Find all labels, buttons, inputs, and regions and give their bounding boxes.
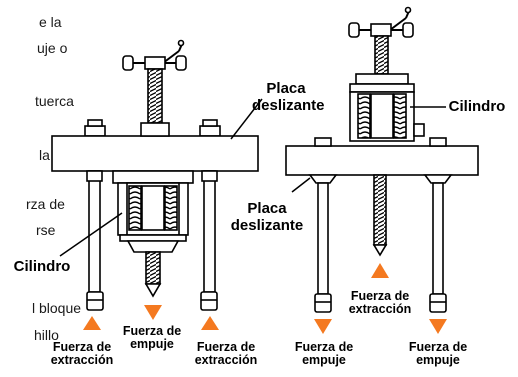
right-t-handle [348, 6, 414, 38]
body-text-8: hillo [34, 327, 59, 343]
left-puller [51, 39, 259, 311]
body-text-3: tuerca [35, 93, 74, 109]
left-pull-force-label-1: Fuerza de extracción [50, 340, 114, 367]
right-push-arrow-1 [314, 319, 332, 334]
body-text-1: e la [39, 14, 62, 30]
left-push-force-label: Fuerza de empuje [122, 324, 182, 351]
right-cylinder-label: Cilindro [448, 98, 506, 115]
leader-lines [59, 98, 446, 257]
right-puller [285, 6, 479, 313]
right-upper-nuts [314, 137, 447, 147]
body-text-2: uje o [37, 40, 68, 56]
right-screw-bottom [373, 174, 387, 246]
left-pull-arrow-1 [83, 316, 101, 330]
right-jaws [314, 293, 447, 313]
left-cylinder [112, 170, 194, 253]
left-push-arrow [144, 305, 162, 320]
left-pull-force-label-2: Fuerza de extracción [194, 340, 258, 367]
left-sliding-plate [51, 135, 259, 172]
right-push-arrow-2 [429, 319, 447, 334]
right-pull-force-label: Fuerza de extracción [348, 289, 412, 316]
left-cylinder-label: Cilindro [13, 258, 71, 275]
right-push-force-label-2: Fuerza de empuje [408, 340, 468, 367]
right-pull-arrow [371, 263, 389, 278]
right-rods [308, 174, 453, 295]
force-arrows [83, 263, 447, 334]
right-push-force-label-1: Fuerza de empuje [294, 340, 354, 367]
body-text-4: la [39, 147, 50, 163]
left-t-handle [122, 39, 187, 71]
right-screw-top [374, 35, 389, 75]
body-text-5: rza de [26, 196, 65, 212]
left-jaws [86, 291, 218, 311]
right-sliding-plate [285, 145, 479, 176]
right-cylinder [349, 73, 425, 142]
left-screw-top [147, 68, 163, 124]
left-pull-arrow-2 [201, 316, 219, 330]
left-plate-label: Placa deslizante [252, 80, 325, 114]
body-text-7: l bloque [32, 300, 82, 316]
left-screw-bottom [145, 251, 161, 285]
body-text-6: rse [36, 222, 56, 238]
right-plate-label: Placa deslizante [230, 200, 304, 234]
